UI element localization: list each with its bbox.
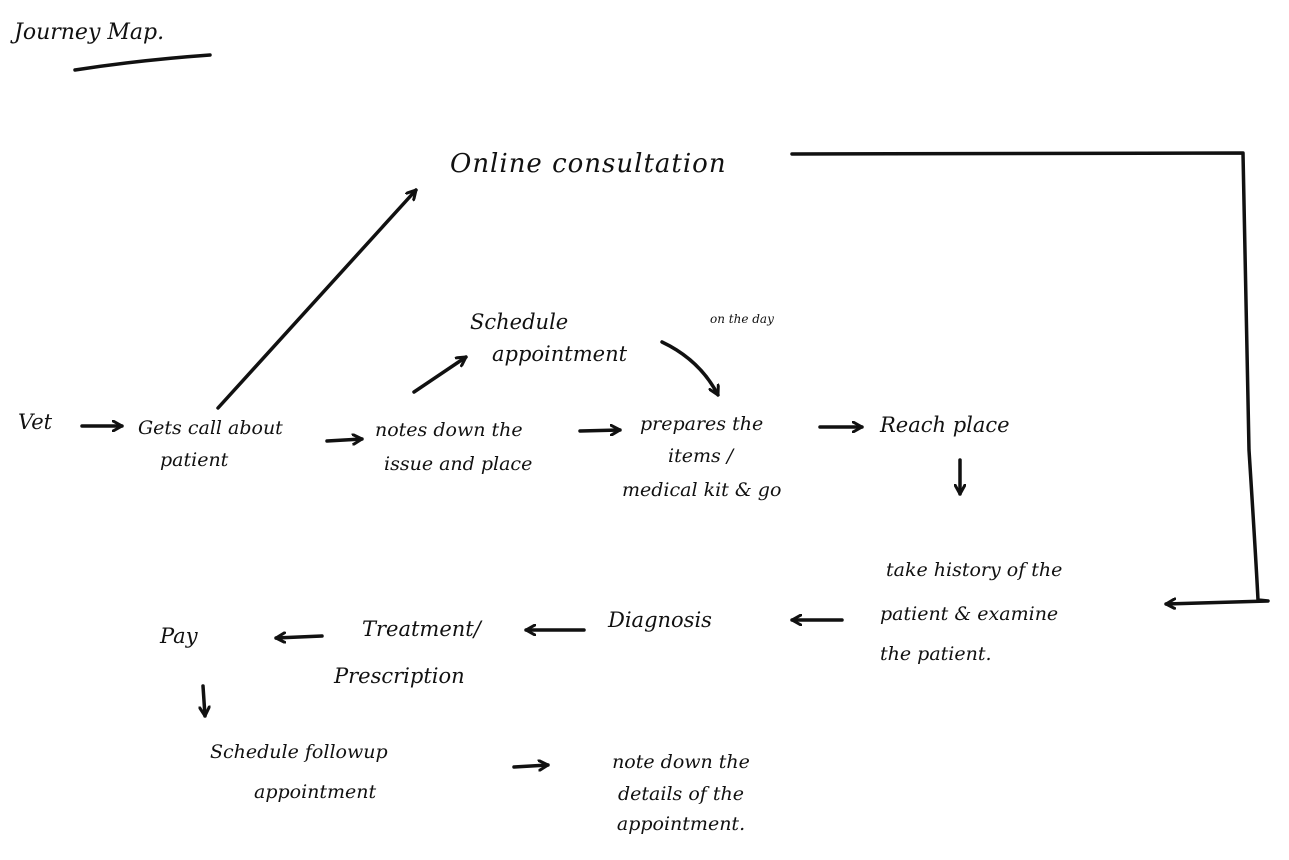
annotation-on-the-day: on the day: [710, 312, 774, 326]
arrow-call-to-notes: [325, 439, 364, 441]
node-history-line1: take history of the: [886, 559, 1063, 581]
node-gets-call-line2: patient: [160, 449, 229, 471]
node-treatment-line2: Prescription: [334, 664, 465, 688]
node-gets-call-line1: Gets call about: [138, 417, 283, 439]
node-vet: Vet: [18, 410, 53, 434]
arrow-notes-to-schedule: [412, 355, 468, 394]
node-online-consultation: Online consultation: [450, 149, 727, 179]
node-history-line2: patient & examine: [880, 603, 1059, 625]
node-treatment-line1: Treatment/: [362, 617, 481, 641]
arrow-notes-to-prepares: [578, 430, 622, 431]
node-prepares-line3: medical kit & go: [622, 479, 782, 501]
node-pay: Pay: [160, 624, 198, 648]
node-diagnosis: Diagnosis: [608, 608, 712, 632]
node-schedule-line1: Schedule: [470, 310, 569, 334]
node-followup-line1: Schedule followup: [210, 741, 388, 763]
node-notes-issue-line1: notes down the: [375, 419, 523, 441]
node-note-details-line1: note down the: [612, 751, 750, 773]
arrow-schedule-to-prepares: [660, 340, 718, 397]
title-underline: [73, 53, 212, 72]
arrow-treatment-to-pay: [274, 636, 324, 638]
arrow-followup-to-details: [512, 765, 550, 767]
node-notes-issue-line2: issue and place: [384, 453, 533, 475]
node-note-details-line3: appointment.: [616, 813, 746, 835]
arrow-online-loop-to-history: [790, 151, 1270, 604]
arrow-call-to-online: [216, 188, 418, 410]
node-schedule-line2: appointment: [492, 342, 628, 366]
node-history-line3: the patient.: [880, 643, 992, 665]
node-followup-line2: appointment: [254, 781, 377, 803]
node-note-details-line2: details of the: [618, 783, 744, 805]
diagram-title: Journey Map.: [14, 20, 165, 45]
arrow-pay-to-followup: [203, 684, 205, 718]
node-prepares-line1: prepares the: [640, 413, 764, 435]
node-prepares-line2: items /: [668, 445, 734, 467]
node-reach-place: Reach place: [880, 413, 1010, 437]
